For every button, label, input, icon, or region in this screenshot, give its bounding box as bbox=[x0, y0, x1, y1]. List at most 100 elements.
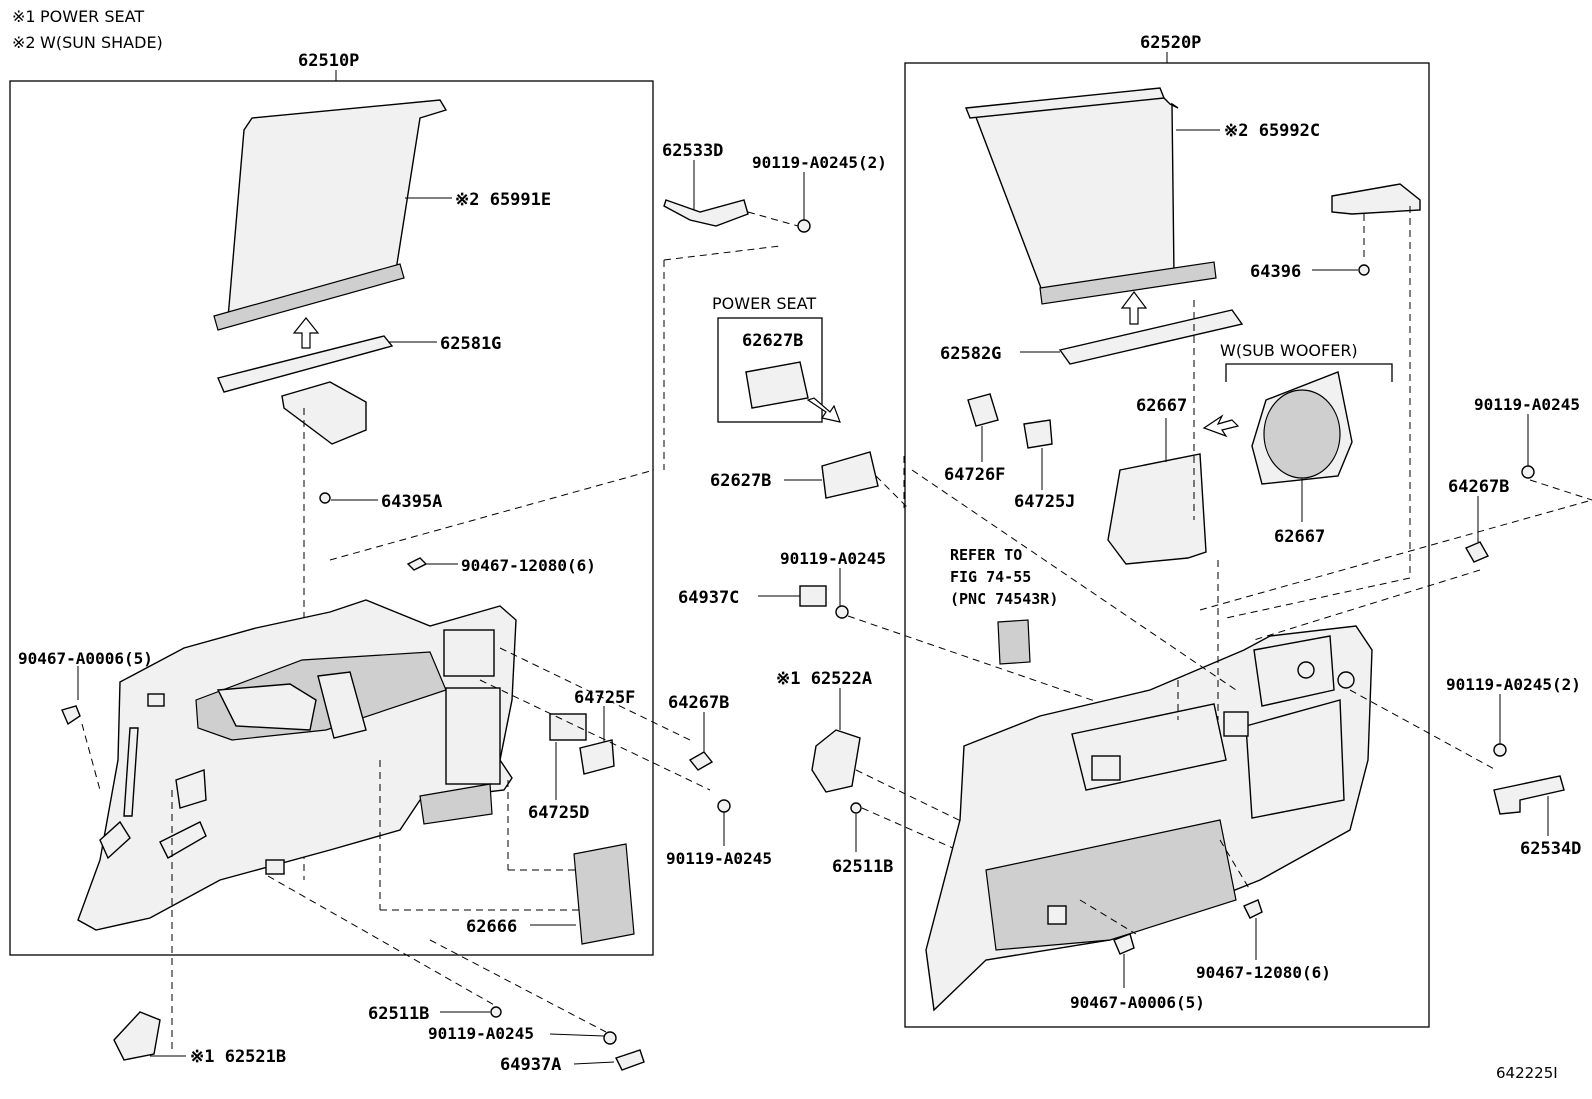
label-65991E[interactable]: ※2 65991E bbox=[455, 190, 551, 210]
rail-62582G-part[interactable] bbox=[1058, 309, 1244, 365]
sun-shade-left-part[interactable] bbox=[213, 99, 448, 331]
cover-62667-a-part[interactable] bbox=[1107, 453, 1207, 565]
label-64937C[interactable]: 64937C bbox=[678, 588, 739, 608]
clip-90467-A0006-right-part[interactable] bbox=[1113, 933, 1135, 955]
grille-62666-part[interactable] bbox=[573, 843, 635, 945]
speaker-cone-icon bbox=[1263, 389, 1341, 479]
label-64396[interactable]: 64396 bbox=[1250, 262, 1301, 282]
note-1-text: POWER SEAT bbox=[40, 7, 144, 26]
cover-block-part[interactable] bbox=[281, 381, 367, 445]
dash-right-clip-lower bbox=[1219, 839, 1251, 891]
note-1-marker: ※1 bbox=[12, 7, 36, 26]
rail-62581G-part[interactable] bbox=[217, 335, 394, 393]
label-90119-A0245-top[interactable]: 90119-A0245(2) bbox=[752, 153, 887, 172]
switch-62627B-box-part[interactable] bbox=[745, 361, 809, 409]
label-65992C[interactable]: ※2 65992C bbox=[1224, 121, 1320, 141]
clip-64396-part[interactable] bbox=[1358, 264, 1370, 276]
switch-62521B-part[interactable] bbox=[113, 1011, 161, 1061]
switch-62627B-part[interactable] bbox=[821, 451, 879, 499]
label-64395A[interactable]: 64395A bbox=[381, 492, 442, 512]
label-90467-12080-right[interactable]: 90467-12080(6) bbox=[1196, 963, 1331, 982]
bracket-62533D-part[interactable] bbox=[663, 199, 749, 227]
label-64725D[interactable]: 64725D bbox=[528, 803, 589, 823]
bracket-64726F-part[interactable] bbox=[967, 393, 999, 427]
left-quarter-trim-panel[interactable] bbox=[77, 599, 517, 931]
right-quarter-trim-panel[interactable] bbox=[925, 625, 1373, 1012]
label-90119-A0245-bottom[interactable]: 90119-A0245 bbox=[428, 1024, 534, 1043]
label-62627B[interactable]: 62627B bbox=[710, 471, 771, 491]
label-62511B-mid[interactable]: 62511B bbox=[832, 857, 893, 877]
clip-64267B-left-part[interactable] bbox=[688, 751, 714, 771]
label-62667-b[interactable]: 62667 bbox=[1274, 527, 1325, 547]
clip-64267B-right-part[interactable] bbox=[1465, 541, 1489, 563]
label-64726F[interactable]: 64726F bbox=[944, 465, 1005, 485]
refer-line-1: REFER TO bbox=[950, 546, 1022, 564]
sub-woofer-bracket bbox=[1225, 363, 1393, 382]
screw-90119-A0245-lowmid-part[interactable] bbox=[717, 799, 731, 813]
label-90467-12080-left[interactable]: 90467-12080(6) bbox=[461, 556, 596, 575]
label-62522A[interactable]: ※1 62522A bbox=[776, 669, 872, 689]
label-62511B-left[interactable]: 62511B bbox=[368, 1004, 429, 1024]
label-90467-A0006-left[interactable]: 90467-A0006(5) bbox=[18, 649, 153, 668]
pad-64396-part[interactable] bbox=[1331, 183, 1421, 215]
label-90119-A0245-mid[interactable]: 90119-A0245 bbox=[780, 549, 886, 568]
label-90119-A0245-lowmid[interactable]: 90119-A0245 bbox=[666, 849, 772, 868]
dash-right-screw-top bbox=[1529, 479, 1592, 501]
note-2-text: W(SUN SHADE) bbox=[40, 33, 163, 52]
sub-woofer-box-title: W(SUB WOOFER) bbox=[1220, 341, 1358, 360]
screw-90119-A0245-bottom-part[interactable] bbox=[603, 1031, 617, 1045]
power-seat-box-title: POWER SEAT bbox=[712, 294, 816, 313]
cap-64937A-part[interactable] bbox=[615, 1049, 645, 1071]
dash-left-panel-top bbox=[329, 469, 655, 561]
bracket-64725J-part[interactable] bbox=[1023, 419, 1053, 449]
dash-top-screw bbox=[747, 211, 799, 227]
label-64267B-right[interactable]: 64267B bbox=[1448, 477, 1509, 497]
refer-line-3[interactable]: (PNC 74543R) bbox=[950, 590, 1058, 608]
switch-62522A-part[interactable] bbox=[811, 729, 861, 793]
label-62627B-box[interactable]: 62627B bbox=[742, 331, 803, 351]
screw-90119-A0245-right-part[interactable] bbox=[1521, 465, 1535, 479]
label-64725F[interactable]: 64725F bbox=[574, 688, 635, 708]
bracket-64725D-part[interactable] bbox=[549, 713, 587, 741]
figure-id: 642225I bbox=[1496, 1064, 1558, 1082]
label-90119-A0245-right[interactable]: 90119-A0245 bbox=[1474, 395, 1580, 414]
clip-90467-12080-right-part[interactable] bbox=[1243, 899, 1263, 919]
label-62666[interactable]: 62666 bbox=[466, 917, 517, 937]
label-62521B[interactable]: ※1 62521B bbox=[190, 1047, 286, 1067]
clip-62511B-mid-part[interactable] bbox=[850, 802, 862, 814]
screw-90119-A0245-mid-part[interactable] bbox=[835, 605, 849, 619]
screw-90119-A0245-top-part[interactable] bbox=[797, 219, 811, 233]
arrow-left-icon bbox=[1202, 414, 1240, 438]
label-62667-a[interactable]: 62667 bbox=[1136, 396, 1187, 416]
label-64937A[interactable]: 64937A bbox=[500, 1055, 561, 1075]
label-90119-A0245-2-right[interactable]: 90119-A0245(2) bbox=[1446, 675, 1581, 694]
dash-left-screw bbox=[479, 679, 711, 791]
clip-64395A-part[interactable] bbox=[319, 492, 331, 504]
screw-90119-A0245-2-right-part[interactable] bbox=[1493, 743, 1507, 757]
note-2-marker: ※2 bbox=[12, 33, 36, 52]
leader-64937A bbox=[573, 1061, 615, 1065]
label-62534D[interactable]: 62534D bbox=[1520, 839, 1581, 859]
dash-right-trim-top bbox=[911, 469, 1237, 691]
sun-shade-right-part[interactable] bbox=[965, 87, 1217, 305]
left-assembly-frame bbox=[9, 80, 654, 956]
cap-64937C-part[interactable] bbox=[799, 585, 827, 607]
left-assembly-number[interactable]: 62510P bbox=[298, 51, 359, 71]
label-62533D[interactable]: 62533D bbox=[662, 141, 723, 161]
label-64267B-left[interactable]: 64267B bbox=[668, 693, 729, 713]
dash-right-64267B bbox=[1199, 499, 1592, 611]
clip-62511B-left-part[interactable] bbox=[490, 1006, 502, 1018]
dash-right-62534D bbox=[1349, 689, 1497, 771]
label-62582G[interactable]: 62582G bbox=[940, 344, 1001, 364]
clip-90467-A0006-left-part[interactable] bbox=[61, 705, 81, 726]
arrow-down-right-icon bbox=[806, 397, 841, 423]
clip-90467-12080-left-part[interactable] bbox=[406, 557, 428, 571]
power-seat-box bbox=[717, 317, 823, 423]
bracket-62534D-part[interactable] bbox=[1493, 775, 1565, 815]
label-62581G[interactable]: 62581G bbox=[440, 334, 501, 354]
label-90467-A0006-right[interactable]: 90467-A0006(5) bbox=[1070, 993, 1205, 1012]
bracket-64725F-part[interactable] bbox=[579, 739, 615, 775]
dash-right-vertical-h bbox=[1225, 577, 1411, 619]
right-assembly-number[interactable]: 62520P bbox=[1140, 33, 1201, 53]
label-64725J[interactable]: 64725J bbox=[1014, 492, 1075, 512]
